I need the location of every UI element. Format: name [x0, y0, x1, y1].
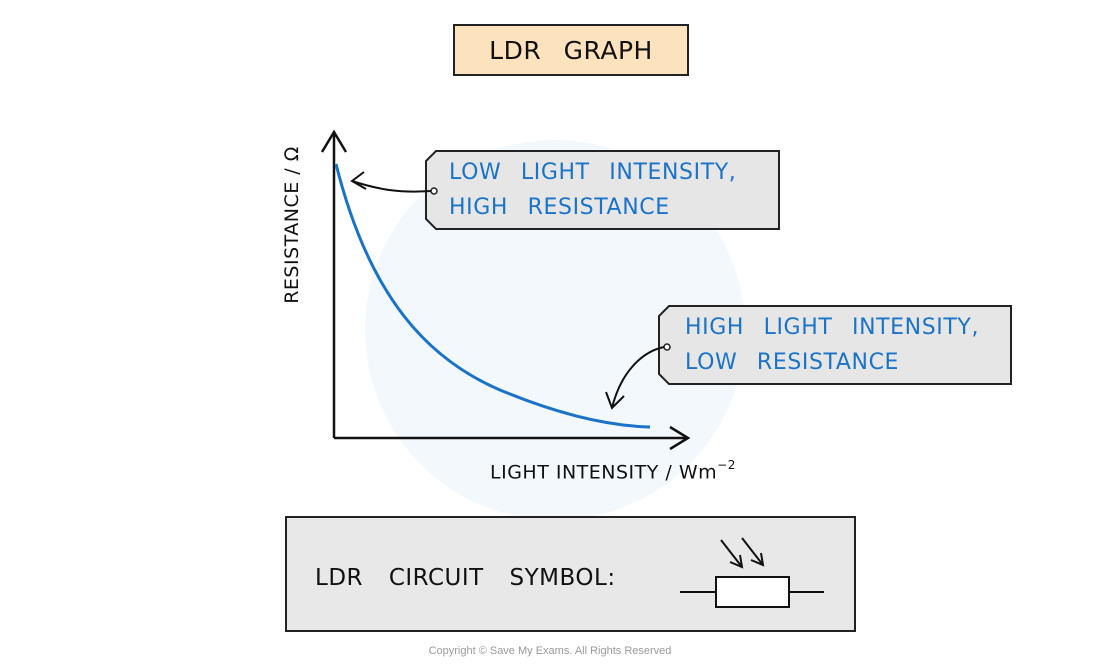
callout-low-light-arrowhead [350, 171, 367, 190]
circuit-symbol-panel [285, 516, 856, 632]
resistance-curve [334, 163, 651, 429]
y-axis-arrowhead [320, 129, 348, 153]
copyright-notice: Copyright © Save My Exams. All Rights Re… [428, 645, 672, 657]
callout-line: HIGH RESISTANCE [449, 195, 670, 220]
x-axis-label: LIGHT INTENSITY / Wm−2 [490, 458, 736, 484]
callout-low-light-box [425, 150, 780, 230]
ldr-body [715, 576, 790, 608]
page-title: LDR GRAPH [489, 35, 653, 65]
ldr-symbol-icon [680, 537, 824, 608]
callout-low-light-arrow [351, 180, 432, 193]
light-arrow-1-head [729, 554, 744, 569]
light-arrow-2-head [750, 552, 765, 567]
x-axis-label-unit: Wm [678, 461, 718, 484]
y-axis-label: RESISTANCE / Ω [281, 146, 303, 304]
callout-line: HIGH LIGHT INTENSITY, [685, 315, 980, 340]
callout-high-light-pin [663, 343, 671, 351]
callout-low-light-text: LOW LIGHT INTENSITY, HIGH RESISTANCE [449, 155, 736, 225]
x-axis-arrowhead [669, 425, 691, 451]
callout-line: LOW LIGHT INTENSITY, [449, 160, 737, 185]
callout-high-light-text: HIGH LIGHT INTENSITY, LOW RESISTANCE [685, 310, 979, 380]
x-axis-label-exponent: −2 [717, 458, 736, 472]
callout-line: LOW RESISTANCE [685, 350, 900, 375]
light-arrow-2 [741, 537, 764, 566]
callout-low-light-pin [430, 187, 438, 195]
callout-high-light-box [658, 305, 1012, 385]
title-box: LDR GRAPH [453, 24, 689, 76]
watermark-logo [365, 140, 745, 520]
light-arrow-1 [720, 539, 743, 568]
circuit-symbol-label: LDR CIRCUIT SYMBOL: [315, 565, 616, 591]
callout-high-light-arrowhead [605, 391, 625, 410]
x-axis-label-text: LIGHT INTENSITY / [490, 461, 673, 484]
callout-high-light-arrow [611, 346, 665, 409]
